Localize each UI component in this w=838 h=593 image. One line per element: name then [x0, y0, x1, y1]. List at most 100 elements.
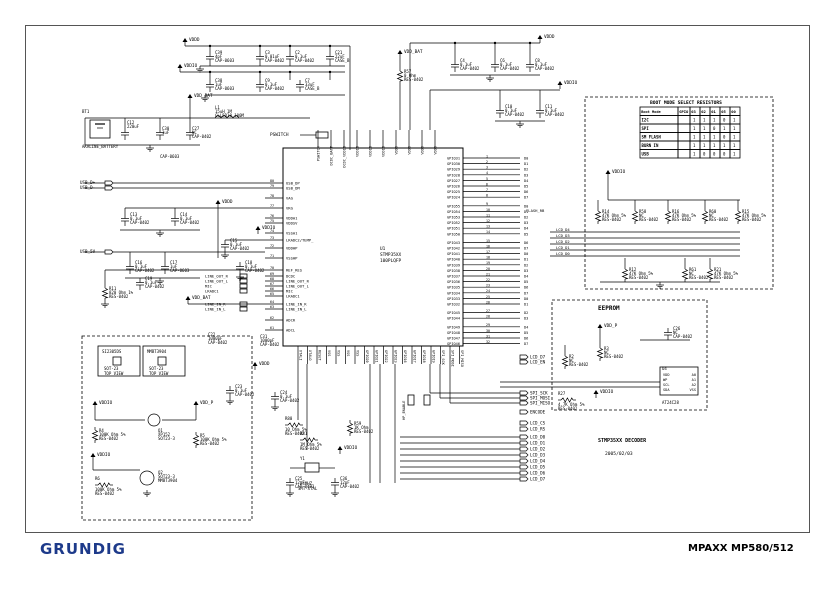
ic-pin-number: 62 [270, 316, 274, 320]
inset-label: TOP VIEW [149, 371, 169, 376]
ic-pin-number: 72 [270, 244, 274, 248]
component-ref: R21 [714, 267, 722, 272]
ic-pin-number: 1 [486, 154, 488, 158]
ic-pin-number: 78 [270, 194, 274, 198]
net-connector [519, 470, 529, 476]
component-value: XP152 [158, 432, 171, 437]
line-connector [239, 301, 248, 307]
ic-pin-number: 79 [270, 184, 274, 188]
component-value: NC [673, 330, 678, 335]
power-label: VDD_BAT [404, 49, 423, 55]
ic-pin-name: VDDA1 [286, 216, 298, 221]
component-package: RES-0402 [672, 217, 692, 222]
ic-pin-name: VDDD [408, 146, 412, 155]
line-connector [239, 306, 248, 312]
component-package: CAP-0402 [245, 268, 265, 273]
net-connector [519, 400, 529, 406]
component-value: NC [192, 130, 197, 135]
power-label: VDDIO [99, 400, 113, 406]
boot-table-value: 0 [713, 126, 716, 131]
ic-pin-name: GPIO21 [375, 350, 379, 363]
resistor-body [560, 397, 574, 403]
component-value: 0.1uF [535, 62, 548, 67]
ic-pin-number: 13 [486, 225, 490, 229]
resistor-body [302, 437, 316, 443]
ic-pin-name: VSS [356, 350, 360, 356]
ic-pin-name: GPIO53 [447, 216, 460, 220]
component-value: 1000pF [208, 336, 223, 341]
component-ref: R11 [109, 286, 117, 291]
component-package: MMBT3904 [158, 478, 178, 483]
component-value: 12pF [295, 480, 305, 485]
power-label: VDDD [544, 34, 555, 40]
power-arrow [557, 81, 563, 85]
component-value: 0.1uF [235, 388, 248, 393]
power-label: VDDIO [344, 445, 358, 451]
component-value: 0.1uF [145, 280, 158, 285]
ic-pin-number: 20 [486, 267, 490, 271]
component-ref: BT1 [82, 109, 90, 114]
boot-table-value: 1 [733, 152, 736, 157]
ic-pin-name: MIC [286, 289, 293, 294]
net-connector [519, 395, 529, 401]
ic-pin-number: 3 [486, 166, 488, 170]
component-ref: C6 [500, 58, 505, 63]
ic-pin-name: USB_DM [286, 186, 300, 191]
ic-pin-number: 21 [486, 272, 490, 276]
component-value: 0.1uF [135, 264, 148, 269]
component-package: CAP-0603 [215, 58, 235, 63]
ic-pin-name: GPIO29 [447, 168, 460, 172]
gpio-net: D1 [524, 162, 528, 166]
component-value: NC [639, 213, 644, 218]
component-package: CAP-0402 [280, 398, 300, 403]
component-value: 1000pF [260, 338, 275, 343]
ic-pin-name: VSS [327, 350, 331, 356]
power-arrow [177, 64, 183, 68]
power-arrow [187, 94, 193, 98]
boot-table-value: 1 [703, 126, 706, 131]
ic-pin-name: GPIO28 [447, 173, 460, 177]
model-number: MPAXX MP580/512 [688, 543, 794, 554]
component-package: CAP-0603 [215, 86, 235, 91]
ic-pin-number: 19 [486, 261, 490, 265]
component-ref: C8 [535, 58, 540, 63]
ic-pin-name: GPIO31 [447, 157, 460, 161]
ic-pin-number: 14 [486, 230, 490, 234]
eeprom-pin: VDD [663, 373, 670, 377]
component-package: CAP-0402 [500, 66, 520, 71]
component-package: CAP-0402 [673, 334, 693, 339]
net-label: LCD_D1 [530, 441, 546, 446]
ic-pin-number: 61 [270, 326, 274, 330]
inset-label: SOT-23 [104, 366, 119, 371]
ic-pin-number: 2 [486, 160, 488, 164]
component-value: 100K Ohm 5% [200, 437, 227, 442]
power-label: VDDD [189, 37, 200, 43]
component-ref: C27 [192, 126, 200, 131]
ic-pin-name: GPIO32 [447, 303, 460, 307]
component-package: RES-0402 [639, 217, 659, 222]
inset-label: MMBT3904 [147, 349, 167, 354]
gpio-net: D2 [524, 263, 528, 267]
component-package: CAP-0603 [170, 268, 190, 273]
boot-table-value: SM FLASH [642, 135, 662, 140]
ic-pin-name: VSS [337, 350, 341, 356]
boot-table-header: GPIO [679, 109, 689, 114]
ic-pin-name: GPIO37 [447, 275, 460, 279]
component-ref: C3 [265, 50, 270, 55]
net-label: LCD_CS [530, 421, 546, 426]
net-label: USB_5V [80, 249, 96, 254]
resistor-body [192, 434, 200, 446]
component-value: 47K Ohm 5% [602, 213, 627, 218]
ic-pin-name: GPIO16 [403, 350, 407, 363]
ic-pin-number: 24 [486, 289, 490, 293]
ic-pin-name: GPIO47 [447, 337, 460, 341]
ic-pin-name: GPIO38 [447, 269, 460, 273]
boot-table-header: 01 [711, 109, 716, 114]
power-label: VDD_BAT [192, 295, 211, 301]
ic-pin-name: GPIO52 [447, 221, 460, 225]
component-package: RES-0402 [709, 217, 729, 222]
gpio-net: D0 [524, 157, 528, 161]
boot-table-value: 1 [733, 143, 736, 148]
resistor-body [97, 482, 111, 488]
